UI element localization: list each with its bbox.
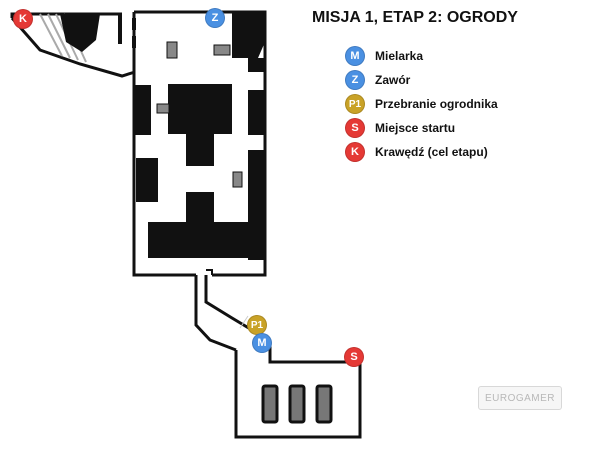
legend-item-mielarka: M Mielarka [345, 44, 498, 68]
legend-label-mielarka: Mielarka [375, 49, 424, 63]
legend-badge-m: M [345, 46, 365, 66]
exterior-ledge [10, 12, 136, 78]
legend-item-krawedz: K Krawędź (cel etapu) [345, 140, 498, 164]
legend-badge-k: K [345, 142, 365, 162]
legend-label-krawedz: Krawędź (cel etapu) [375, 145, 488, 159]
map-title: MISJA 1, ETAP 2: OGRODY [312, 9, 518, 26]
marker-s: S [344, 347, 364, 367]
legend-label-start: Miejsce startu [375, 121, 456, 135]
legend-badge-z: Z [345, 70, 365, 90]
marker-p1: P1 [247, 315, 267, 335]
legend-label-zawor: Zawór [375, 73, 411, 87]
legend-badge-s: S [345, 118, 365, 138]
main-building [132, 10, 267, 277]
start-room [234, 345, 362, 439]
corridor [194, 269, 253, 352]
eurogamer-watermark: EUROGAMER [478, 386, 562, 410]
legend-badge-p1: P1 [345, 94, 365, 114]
marker-k: K [13, 9, 33, 29]
legend-item-przebranie: P1 Przebranie ogrodnika [345, 92, 498, 116]
marker-z: Z [205, 8, 225, 28]
marker-m: M [252, 333, 272, 353]
legend: M Mielarka Z Zawór P1 Przebranie ogrodni… [345, 44, 498, 164]
legend-item-start: S Miejsce startu [345, 116, 498, 140]
legend-item-zawor: Z Zawór [345, 68, 498, 92]
legend-label-przebranie: Przebranie ogrodnika [375, 97, 498, 111]
